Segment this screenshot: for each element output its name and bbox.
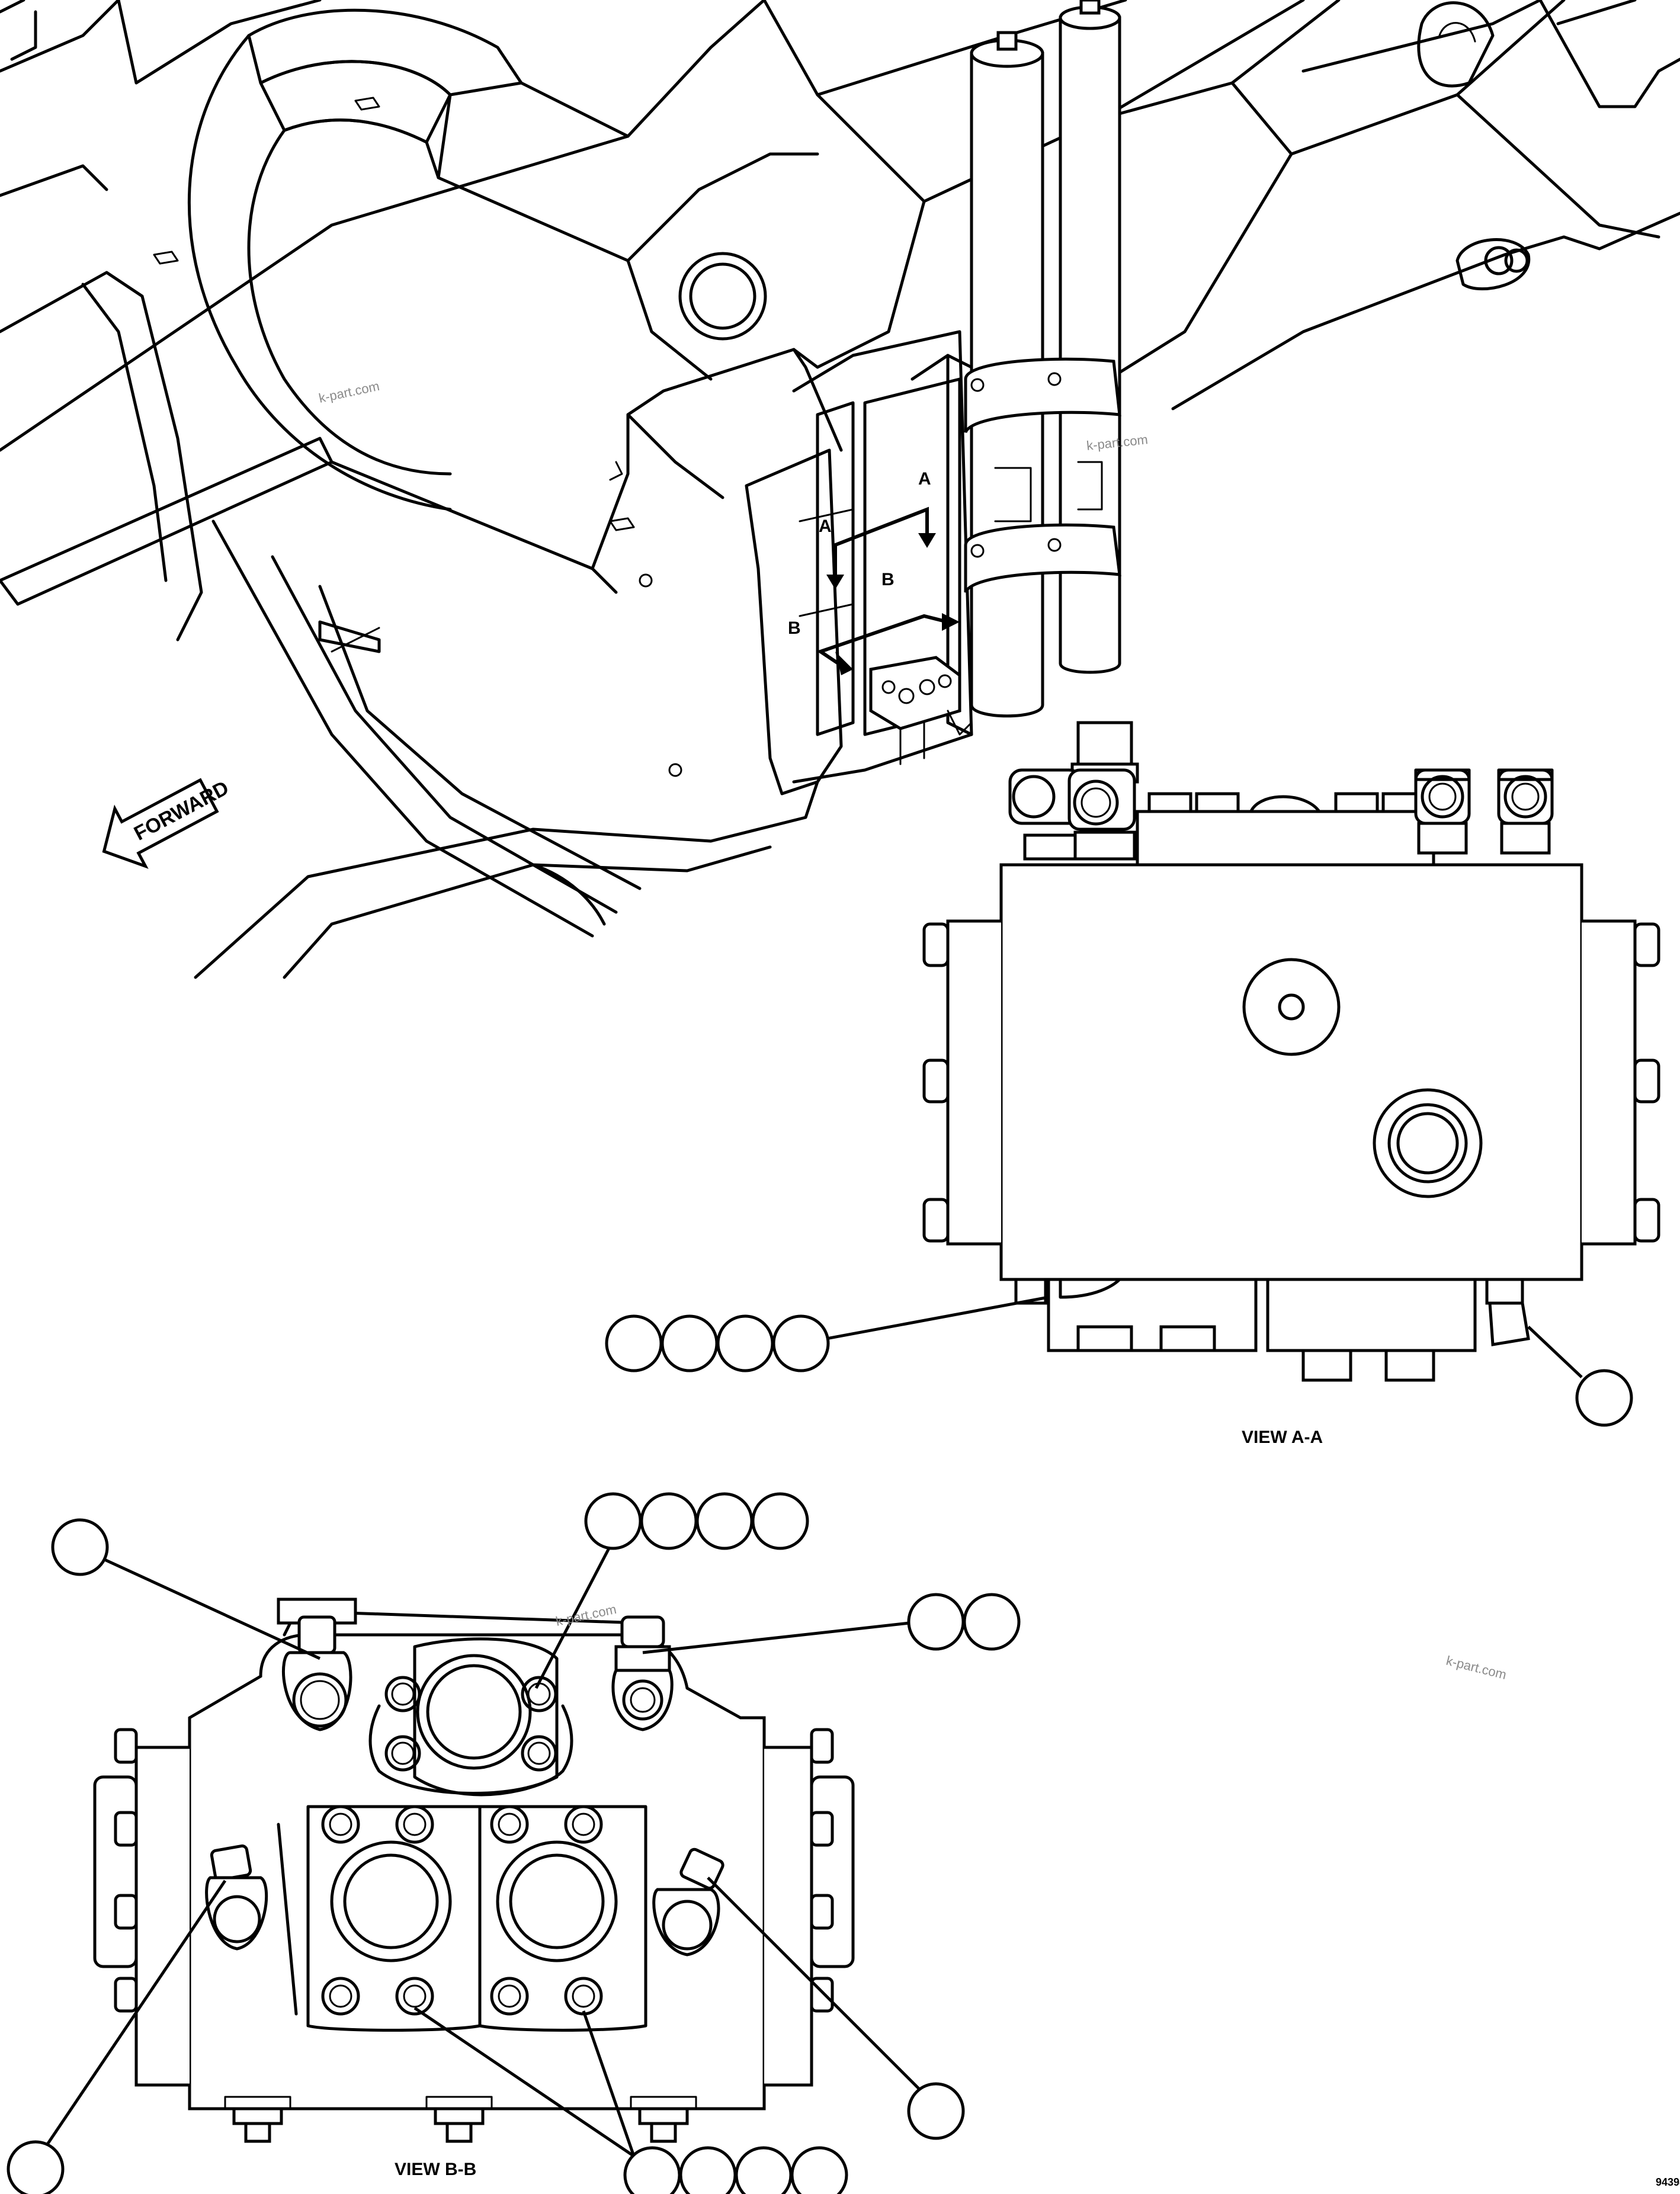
callout-balloon (963, 1593, 1021, 1651)
forward-arrow: FORWARD (102, 777, 232, 869)
callouts-view-aa (605, 1295, 1633, 1427)
view-bb-label: VIEW B-B (395, 2160, 476, 2179)
callout-balloon (679, 2146, 737, 2194)
callout-balloon (907, 1593, 965, 1651)
figure-number: 94398 (1656, 2176, 1680, 2188)
callout-balloon (1575, 1369, 1633, 1427)
callout-balloon (772, 1314, 830, 1372)
small-valve-location (869, 656, 973, 765)
callout-balloon (51, 1518, 109, 1576)
callout-balloon (661, 1314, 719, 1372)
callout-balloon (640, 1492, 698, 1550)
section-label-a-right: A (918, 469, 931, 489)
view-aa-valve-drawing (922, 721, 1660, 1382)
section-label-a-left: A (819, 517, 832, 536)
accumulator-cylinders (910, 0, 1121, 736)
view-bb-valve-drawing (93, 1598, 855, 2143)
callout-balloon (751, 1492, 809, 1550)
watermark: k-part.com (554, 1602, 618, 1629)
callout-balloon (605, 1314, 663, 1372)
watermark: k-part.com (1445, 1653, 1508, 1682)
callout-balloon (7, 2140, 65, 2194)
callouts-view-bb (7, 1492, 1021, 2194)
callout-balloon (695, 1492, 754, 1550)
section-arrows (816, 506, 960, 675)
watermark: k-part.com (318, 379, 381, 406)
callout-balloon (735, 2146, 793, 2194)
section-label-b-right: B (881, 570, 894, 589)
callout-balloon (790, 2146, 848, 2194)
callout-balloon (907, 2082, 965, 2140)
section-label-b-left: B (788, 618, 801, 638)
callout-balloon (584, 1492, 642, 1550)
view-aa-label: VIEW A-A (1242, 1428, 1323, 1447)
callout-balloon (716, 1314, 774, 1372)
callout-balloon (623, 2146, 681, 2194)
